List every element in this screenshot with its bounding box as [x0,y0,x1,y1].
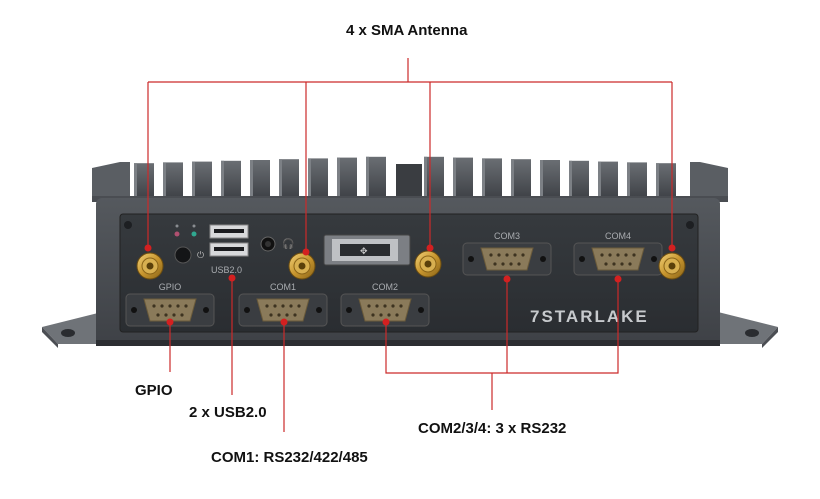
left-mounting-bracket [42,312,102,348]
fin [453,157,473,200]
marker-dots [144,244,676,326]
audio-jack: 🎧 [260,236,294,252]
sma-antenna-icon-3 [414,250,442,278]
fin [163,162,183,200]
fin [279,159,299,200]
fin [627,162,647,200]
dc-power-connector: ✥ [323,234,411,266]
fin [250,160,270,200]
fin [424,156,444,200]
fin [511,159,531,200]
db9-port-gpio: GPIO [125,282,215,327]
fin [482,158,502,200]
status-led-icons [174,224,197,237]
db9-port-com2: COM2 [340,282,430,327]
fin [366,156,386,200]
db9-port-com3: COM3 [462,231,552,276]
fin [192,161,212,200]
panel-label-gpio: GPIO [159,282,182,292]
fin [134,163,154,200]
power-button: ⏻ [174,246,204,264]
fin [598,161,618,200]
right-mounting-bracket [718,312,778,348]
gpio-callout: GPIO [135,382,173,399]
leader-lines [147,58,673,432]
db9-port-com1: COM1 [238,282,328,327]
usb-ports: USB2.0 [209,224,249,275]
panel-label-com3: COM3 [494,231,520,241]
com2-leader [385,280,619,374]
panel-screws [124,221,694,229]
svg-text:✥: ✥ [360,246,368,256]
usb-panel-label: USB2.0 [211,265,242,275]
usb-callout: 2 x USB2.0 [189,404,267,421]
antenna-callout: 4 x SMA Antenna [346,22,468,39]
panel-label-com4: COM4 [605,231,631,241]
sma-antenna-icon-4 [658,252,686,280]
fin [337,157,357,200]
center-fin-notch [396,164,422,200]
db9-ports: GPIO COM1 COM2 COM3 COM4 [125,231,663,327]
brand-logo: 7STARLAKE [530,307,649,326]
fin [308,158,328,200]
com1-callout: COM1: RS232/422/485 [211,449,368,466]
com234-callout: COM2/3/4: 3 x RS232 [418,420,567,437]
fin [569,160,589,200]
sma-antenna-icon-2 [288,252,316,280]
heatsink-fins [92,156,728,202]
sma-antennas [136,250,686,280]
panel-label-com1: COM1 [270,282,296,292]
fin [656,163,676,200]
headphone-icon: 🎧 [282,237,294,250]
fin [221,160,241,200]
power-icon: ⏻ [197,250,204,260]
db9-port-com4: COM4 [573,231,663,276]
panel-label-com2: COM2 [372,282,398,292]
sma-antenna-icon-1 [136,252,164,280]
fin [540,160,560,200]
